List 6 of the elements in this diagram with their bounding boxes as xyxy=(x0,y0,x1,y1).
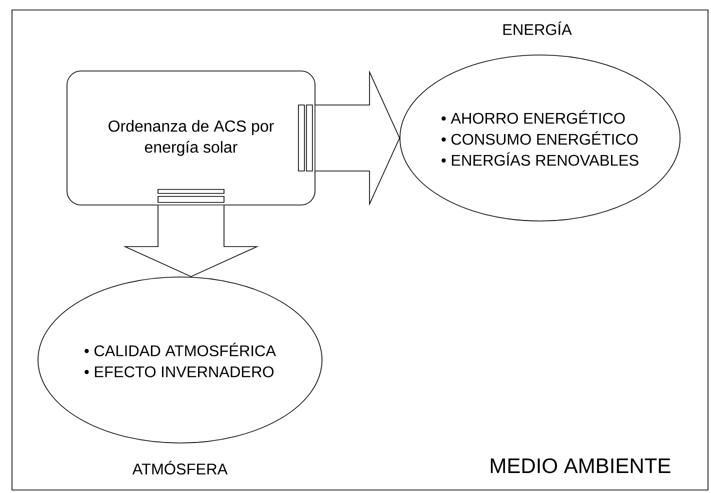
block-arrow xyxy=(298,70,400,206)
region-title: MEDIO AMBIENTE xyxy=(490,458,670,474)
ellipse-heading: ENERGÍA xyxy=(503,21,572,36)
rounded-box: Ordenanza de ACS por energía solar xyxy=(66,70,316,206)
ellipse-heading: ATMÓSFERA xyxy=(132,460,228,475)
block-arrow xyxy=(123,189,259,278)
